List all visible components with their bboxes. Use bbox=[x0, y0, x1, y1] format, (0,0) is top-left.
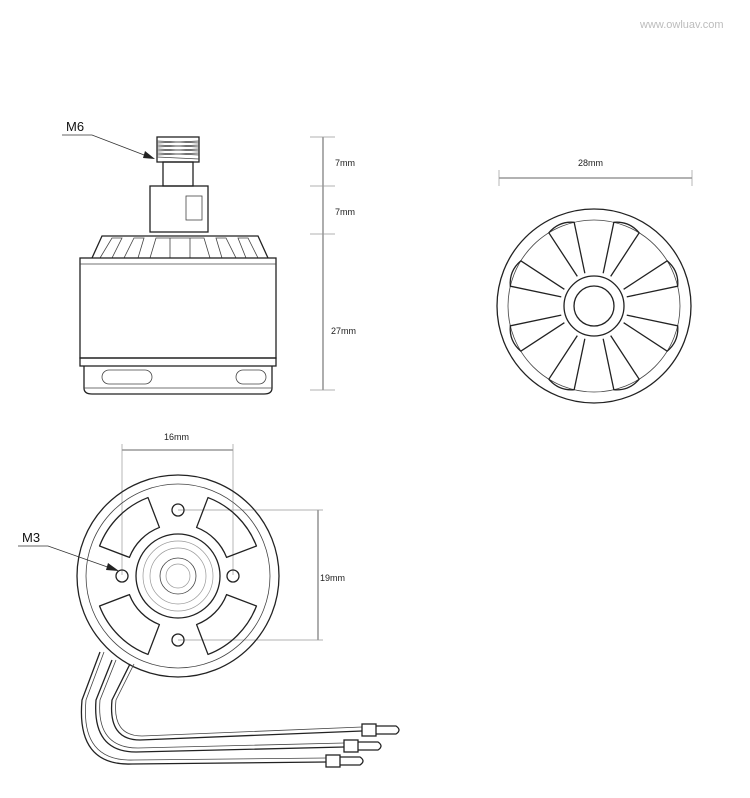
spoke bbox=[602, 335, 640, 391]
bell-outer-ring bbox=[496, 208, 692, 404]
bullet-connectors bbox=[325, 723, 400, 768]
lead-wires bbox=[80, 651, 363, 765]
thread-label: M6 bbox=[66, 119, 84, 134]
motor-base bbox=[79, 357, 277, 395]
base-slot bbox=[98, 496, 161, 559]
bottom-view: 16mm 19mm M3 bbox=[18, 432, 400, 768]
spoke bbox=[602, 221, 640, 277]
dimension-shaft: 7mm bbox=[335, 158, 355, 168]
dimension-horizontal-spacing: 16mm bbox=[164, 432, 189, 442]
thread-callout: M6 bbox=[62, 119, 155, 159]
base-slot bbox=[98, 593, 161, 656]
spoke bbox=[548, 335, 586, 391]
base-slot bbox=[195, 593, 258, 656]
bell-body bbox=[79, 257, 277, 359]
base-slots bbox=[98, 496, 258, 656]
bell-hub bbox=[563, 275, 625, 337]
spoke bbox=[509, 314, 565, 352]
spoke bbox=[623, 260, 679, 298]
spoke bbox=[548, 221, 586, 277]
shaft-hole bbox=[573, 285, 615, 327]
hole-label: M3 bbox=[22, 530, 40, 545]
bell-top-ribs bbox=[91, 235, 269, 259]
dimension-diameter: 28mm bbox=[578, 158, 603, 168]
watermark-text: www.owluav.com bbox=[639, 19, 724, 31]
bearing-housing bbox=[135, 533, 221, 619]
spoke bbox=[623, 314, 679, 352]
mount-holes bbox=[115, 503, 240, 647]
base-slot bbox=[195, 496, 258, 559]
shaft-collar bbox=[149, 161, 209, 233]
top-view: 28mm bbox=[496, 158, 693, 404]
spoke bbox=[509, 260, 565, 298]
dimension-collar: 7mm bbox=[335, 207, 355, 217]
dimension-body: 27mm bbox=[331, 326, 356, 336]
dimension-vertical-spacing: 19mm bbox=[320, 573, 345, 583]
side-view: M6 7mm 7mm 27mm bbox=[62, 119, 356, 395]
threaded-shaft bbox=[156, 136, 200, 163]
side-dimensions: 7mm 7mm 27mm bbox=[310, 136, 356, 391]
bell-spokes bbox=[509, 221, 679, 391]
hole-callout: M3 bbox=[18, 530, 119, 571]
base-outer-ring bbox=[76, 474, 280, 678]
